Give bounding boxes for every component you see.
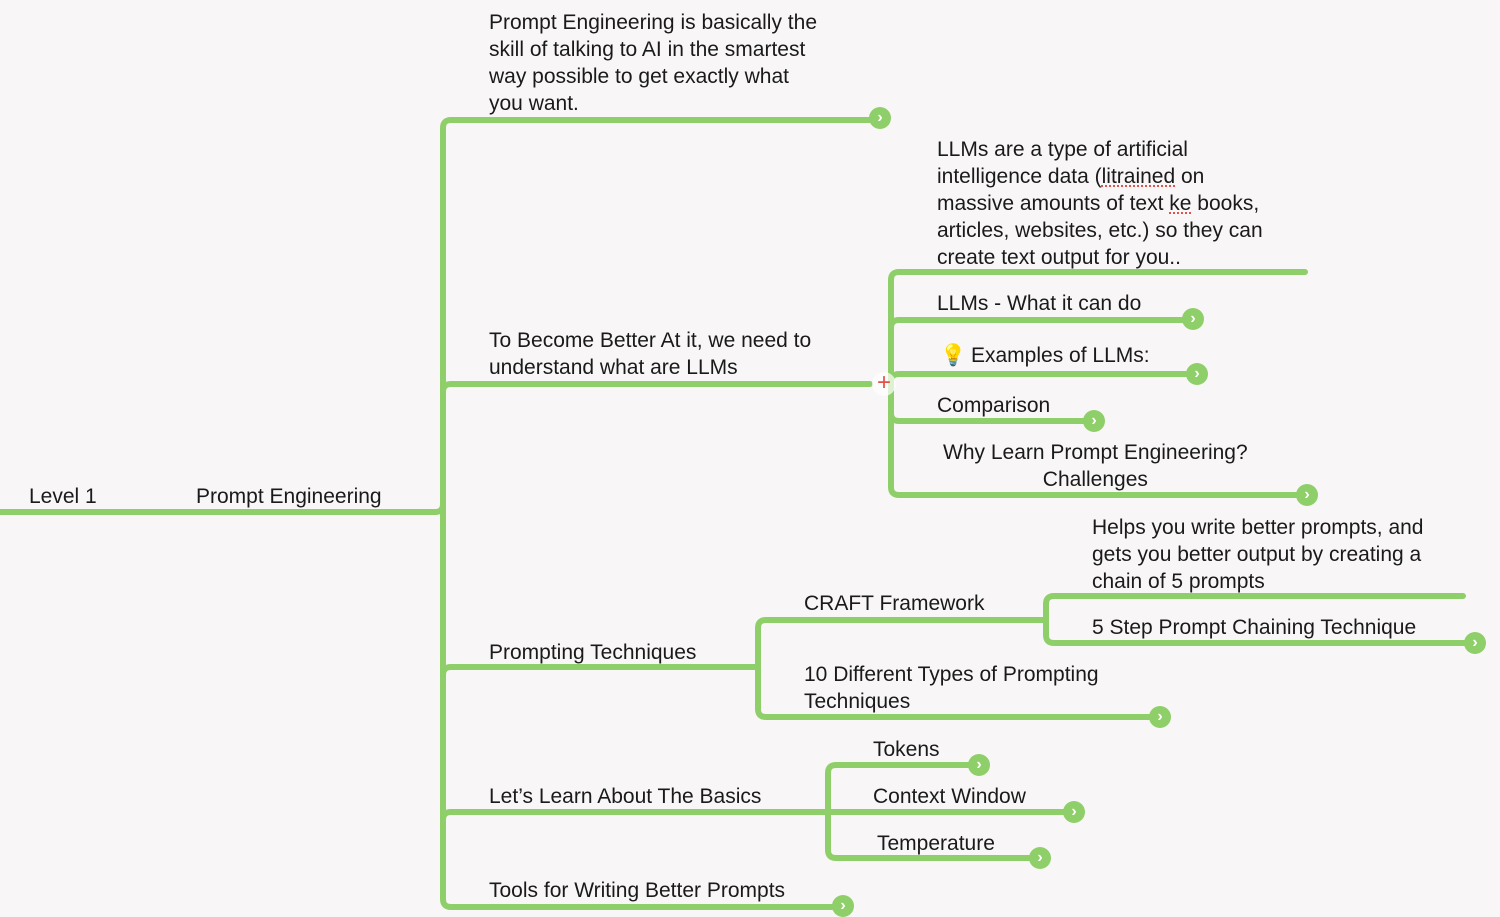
chevron-right-icon[interactable]: › [1029,847,1051,869]
chevron-right-icon[interactable]: › [1182,308,1204,330]
node-temperature[interactable]: Temperature [877,832,995,855]
node-why-learn[interactable]: Why Learn Prompt Engineering?Challenges [943,441,1248,491]
chevron-right-icon[interactable]: › [832,895,854,917]
lightbulb-icon: 💡 [940,344,967,367]
node-prompting[interactable]: Prompting Techniques [489,641,697,664]
branch-prompting [440,664,758,678]
node-craft[interactable]: CRAFT Framework [804,592,985,615]
chevron-right-icon[interactable]: › [1063,801,1085,823]
node-tools[interactable]: Tools for Writing Better Prompts [489,879,786,902]
node-examples[interactable]: Examples of LLMs: [971,344,1150,367]
plus-icon[interactable]: + [872,371,896,396]
chevron-right-icon[interactable]: › [1186,363,1208,385]
chevron-right-icon[interactable]: › [1149,706,1171,728]
node-context-window[interactable]: Context Window [873,785,1026,808]
branch-llms [440,381,873,395]
node-comparison[interactable]: Comparison [937,394,1051,417]
chevron-right-icon[interactable]: › [1296,484,1318,506]
node-basics[interactable]: Let’s Learn About The Basics [489,785,762,808]
node-chaining[interactable]: 5 Step Prompt Chaining Technique [1092,616,1417,639]
chevron-right-icon[interactable]: › [968,754,990,776]
chevron-right-icon[interactable]: › [869,107,891,129]
node-tokens[interactable]: Tokens [873,738,940,761]
chevron-right-icon[interactable]: › [1083,410,1105,432]
root-node[interactable]: Prompt Engineering [196,485,382,508]
level-label: Level 1 [29,485,97,508]
trunk-lower [440,501,846,910]
root-branch [0,117,883,515]
node-llms-description[interactable]: LLMs are a type of artificial intelligen… [937,138,1263,269]
chevron-right-icon[interactable]: › [1464,632,1486,654]
node-what-it-can-do[interactable]: LLMs - What it can do [937,292,1142,315]
branch-basics [440,809,831,823]
